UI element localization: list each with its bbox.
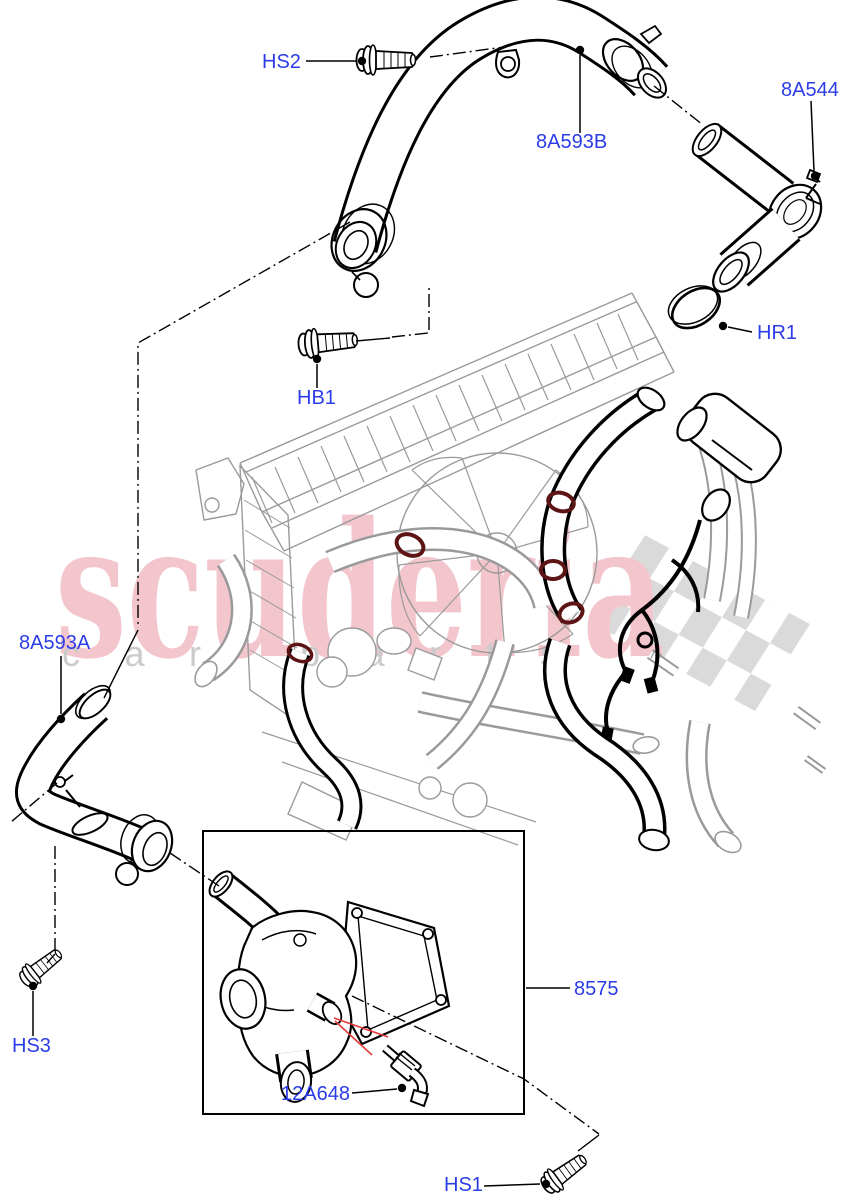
part-label-hs1[interactable]: HS1 [444, 1174, 483, 1196]
part-label-hr1[interactable]: HR1 [757, 322, 797, 344]
alignment-solid-segments [46, 337, 600, 1152]
oring-hr1-drawing [667, 285, 721, 330]
sensor-12a648-drawing [382, 1044, 430, 1108]
alignment-dash-lines [10, 46, 704, 1135]
part-label-hb1[interactable]: HB1 [297, 387, 336, 409]
red-pointer-arrows [333, 1017, 389, 1056]
part-label-8575[interactable]: 8575 [574, 978, 619, 1000]
part-label-hs3[interactable]: HS3 [12, 1035, 51, 1057]
hose-8a593b-drawing [330, 0, 669, 298]
highlight-clamps [286, 490, 585, 664]
hose-8a593a-drawing [15, 684, 174, 886]
highlighted-installed-parts [282, 386, 782, 852]
radiator-fan-assembly-drawing [194, 292, 827, 854]
thermostat-box-frame [202, 830, 525, 1115]
part-label-12a648[interactable]: 12A648 [281, 1083, 350, 1105]
part-label-8a544[interactable]: 8A544 [781, 79, 839, 101]
part-label-hs2[interactable]: HS2 [262, 51, 301, 73]
part-labels: HS2 8A593B 8A544 HR1 HB1 8A593A HS3 8575… [12, 51, 839, 1196]
leader-lines [28, 45, 820, 1189]
thermostat-housing-drawing [208, 870, 451, 1103]
part-label-8a593b[interactable]: 8A593B [536, 131, 607, 153]
checkered-flag-watermark [590, 535, 810, 711]
part-label-8a593a[interactable]: 8A593A [19, 632, 91, 654]
connector-8a544-drawing [691, 122, 823, 293]
